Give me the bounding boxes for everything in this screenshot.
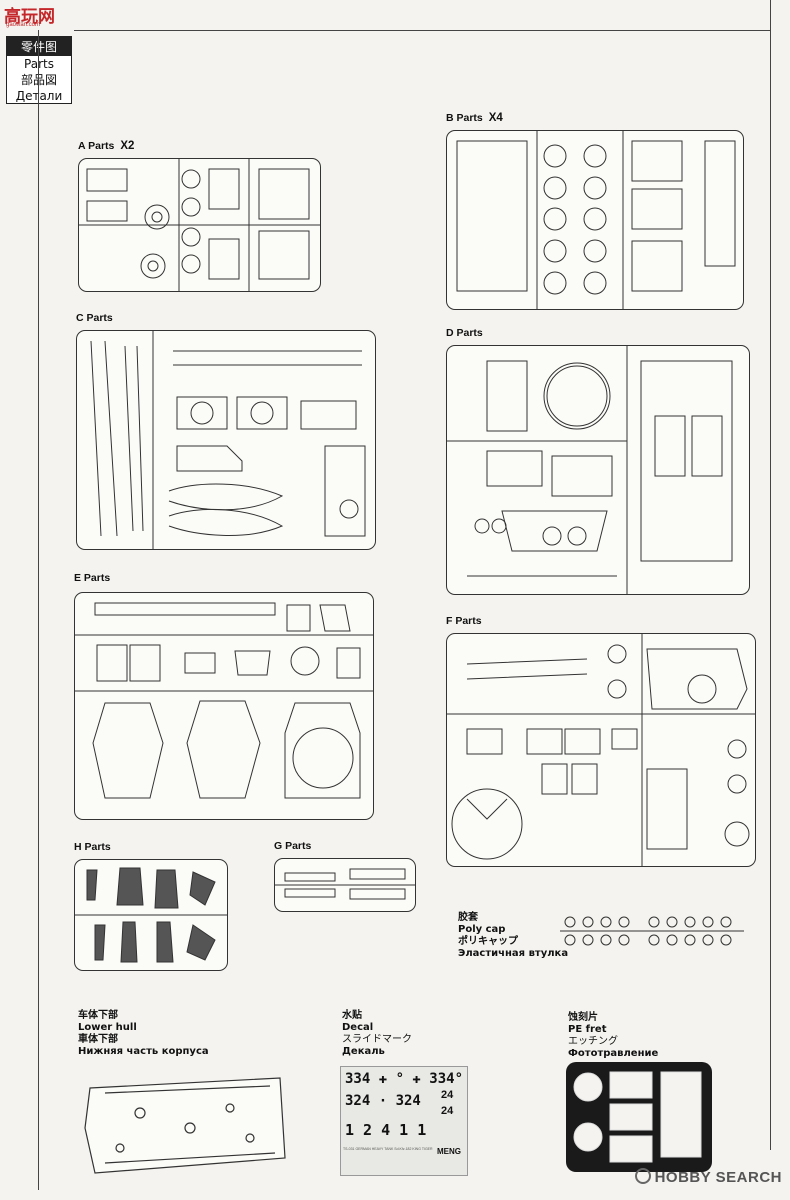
- logo-url: gaowan.com: [6, 22, 41, 28]
- sprue-f-title: F Parts: [446, 615, 482, 627]
- lower-hull-line-cn: 车体下部: [78, 1010, 118, 1021]
- pe-fret: [566, 1062, 712, 1172]
- sprue-e-title: E Parts: [74, 572, 111, 584]
- lower-hull-line-jp: 車体下部: [78, 1034, 118, 1045]
- lower-hull-caption: 车体下部 Lower hull 車体下部 Нижняя часть корпус…: [78, 1010, 209, 1058]
- legend-line-ru: Детали: [7, 88, 71, 104]
- sprue-b: [446, 130, 744, 310]
- polycap-drawing: [560, 916, 744, 946]
- decal-sheet: 334 ✚ ° ✚ 334° 324 · 324 24 24 1 2 4 1 1…: [340, 1066, 468, 1176]
- logo-text: 高玩网: [4, 7, 55, 27]
- lower-hull-drawing: [84, 1077, 286, 1174]
- decal-caption: 水贴 Decal スライドマーク Декаль: [342, 1010, 412, 1058]
- hobbysearch-icon: [634, 1168, 651, 1184]
- pe-line-ru: Фототравление: [568, 1048, 659, 1059]
- sprue-f-label: F Parts: [446, 615, 482, 627]
- decal-row-1: 334 ✚ ° ✚ 334°: [345, 1071, 464, 1087]
- sprue-e-drawing: [75, 602, 373, 799]
- sprue-a-title: A Parts: [78, 140, 115, 152]
- sprue-g-title: G Parts: [274, 840, 312, 852]
- sprue-f-drawing: [447, 634, 755, 866]
- legend-line-jp: 部品図: [7, 72, 71, 88]
- sprue-a-label: A Parts X2: [78, 140, 134, 152]
- polycap-line-jp: ポリキャップ: [458, 936, 518, 947]
- decal-row-2: 324 · 324: [345, 1093, 421, 1109]
- lower-hull-part: [80, 1068, 288, 1178]
- frame-top-line: [74, 30, 770, 31]
- lower-hull-line-ru: Нижняя часть корпуса: [78, 1046, 209, 1057]
- sprue-g-label: G Parts: [274, 840, 311, 852]
- sprue-c-label: C Parts: [76, 312, 113, 324]
- polycap-line-cn: 胶套: [458, 912, 478, 923]
- pe-caption: 蚀刻片 PE fret エッチング Фототравление: [568, 1012, 658, 1060]
- decal-row-2b: 24: [441, 1089, 454, 1101]
- pe-line-en: PE fret: [568, 1024, 607, 1035]
- sprue-g-drawing: [275, 868, 415, 900]
- pe-fret-drawing: [573, 1071, 702, 1163]
- sprue-b-drawing: [456, 131, 736, 309]
- pe-line-cn: 蚀刻片: [568, 1012, 598, 1023]
- decal-brand: MENG: [437, 1147, 461, 1156]
- sprue-c-title: C Parts: [76, 312, 113, 324]
- sprue-h-drawing: [75, 867, 227, 963]
- frame-right-line: [770, 0, 771, 1150]
- sprue-d: [446, 345, 750, 595]
- watermark-text: HOBBY SEARCH: [654, 1169, 782, 1186]
- sprue-f: [446, 633, 756, 867]
- sprue-e-label: E Parts: [74, 572, 110, 584]
- sprue-g: [274, 858, 416, 912]
- sprue-a-drawing: [79, 159, 320, 291]
- decal-line-en: Decal: [342, 1022, 374, 1033]
- sprue-d-title: D Parts: [446, 327, 483, 339]
- sprue-b-label: B Parts X4: [446, 112, 503, 124]
- sprue-c: [76, 330, 376, 550]
- pe-line-jp: エッチング: [568, 1036, 618, 1047]
- sprue-c-drawing: [90, 331, 366, 549]
- decal-line-cn: 水贴: [342, 1010, 362, 1021]
- sprue-a: [78, 158, 321, 292]
- sprue-h: [74, 859, 228, 971]
- lower-hull-line-en: Lower hull: [78, 1022, 137, 1033]
- sprue-h-label: H Parts: [74, 841, 111, 853]
- frame-left-line: [38, 30, 39, 1190]
- decal-row-3: 1 2 4 1 1: [345, 1121, 427, 1139]
- sprue-h-title: H Parts: [74, 841, 111, 853]
- polycap-sprue: [560, 912, 744, 950]
- sprue-b-title: B Parts: [446, 112, 483, 124]
- sprue-e: [74, 592, 374, 820]
- sprue-d-drawing: [447, 346, 733, 594]
- sprue-b-multiplier: X4: [488, 112, 503, 124]
- polycap-line-ru: Эластичная втулка: [458, 948, 569, 959]
- decal-footer: TS-031 GERMAN HEAVY TANK Sd.Kfz.182 KING…: [343, 1147, 433, 1151]
- sprue-a-multiplier: X2: [120, 140, 135, 152]
- decal-row-2c: 24: [441, 1105, 454, 1117]
- legend-line-en: Parts: [7, 56, 71, 72]
- decal-line-ru: Декаль: [342, 1046, 385, 1057]
- legend-header: 零件图: [7, 37, 71, 56]
- site-logo: 高玩网 gaowan.com: [4, 2, 74, 28]
- parts-legend: 零件图 Parts 部品図 Детали: [6, 36, 72, 104]
- polycap-caption: 胶套 Poly cap ポリキャップ Эластичная втулка: [458, 912, 568, 960]
- decal-line-jp: スライドマーク: [342, 1034, 412, 1045]
- watermark: HOBBY SEARCH: [634, 1168, 782, 1186]
- polycap-line-en: Poly cap: [458, 924, 506, 935]
- sprue-d-label: D Parts: [446, 327, 483, 339]
